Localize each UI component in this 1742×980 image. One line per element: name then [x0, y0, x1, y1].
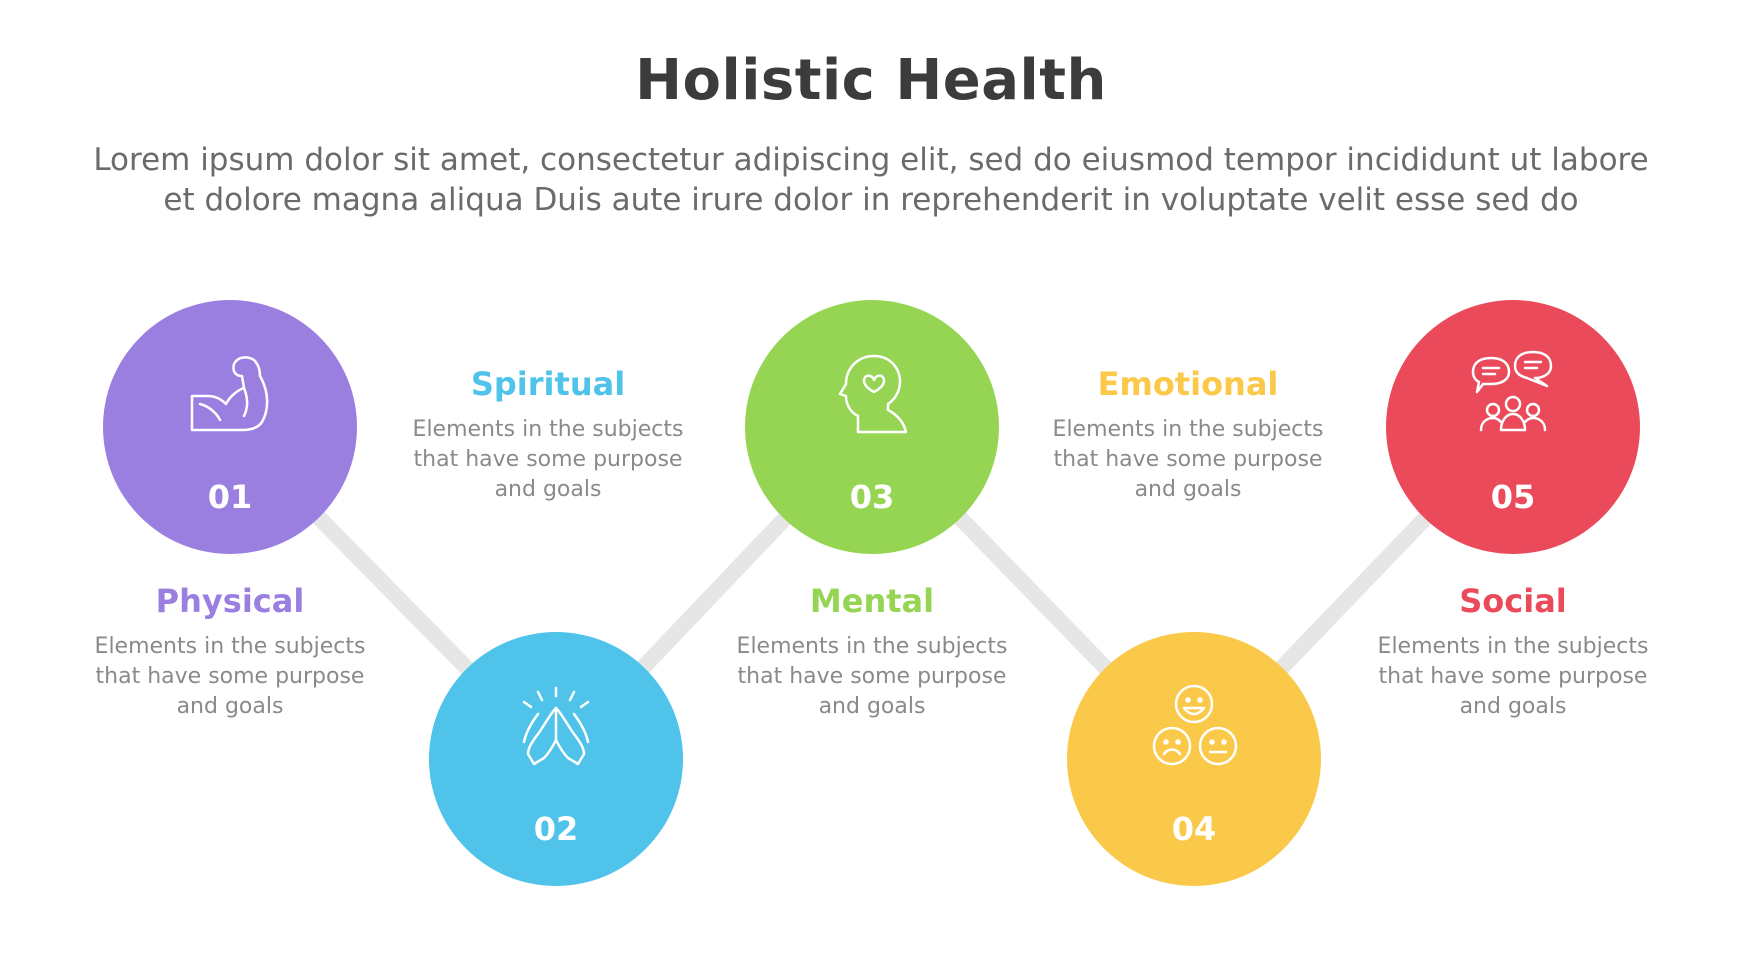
description-line: that have some purpose [413, 447, 683, 472]
label-description: Elements in the subjects that have some … [1038, 415, 1338, 505]
emotion-faces-icon [1152, 684, 1238, 766]
step-circle-physical: 01 [103, 300, 357, 554]
step-circle-spiritual: 02 [429, 632, 683, 886]
step-number: 03 [849, 478, 895, 516]
label-title: Mental [809, 582, 935, 620]
label-spiritual: Spiritual Elements in the subjects that … [398, 365, 698, 505]
social-group-icon [1471, 350, 1553, 432]
label-description: Elements in the subjects that have some … [80, 632, 380, 722]
description-line: that have some purpose [737, 664, 1007, 689]
step-number: 05 [1490, 478, 1536, 516]
label-physical: Physical Elements in the subjects that h… [80, 582, 380, 722]
description-line: that have some purpose [1053, 447, 1323, 472]
description-line: and goals [1134, 477, 1242, 502]
label-title: Spiritual [470, 365, 626, 403]
label-title: Physical [155, 582, 305, 620]
label-title: Social [1459, 582, 1567, 620]
subtitle-line: et dolore magna aliqua Duis aute irure d… [163, 182, 1579, 218]
label-emotional: Emotional Elements in the subjects that … [1038, 365, 1338, 505]
step-circle-mental: 03 [745, 300, 999, 554]
page-subtitle: Lorem ipsum dolor sit amet, consectetur … [60, 140, 1682, 220]
page-title: Holistic Health [635, 48, 1107, 113]
description-line: that have some purpose [1378, 664, 1648, 689]
description-line: Elements in the subjects [412, 417, 684, 442]
step-number: 04 [1171, 810, 1217, 848]
description-line: and goals [1459, 694, 1567, 719]
description-line: that have some purpose [95, 664, 365, 689]
description-line: Elements in the subjects [1377, 634, 1649, 659]
label-description: Elements in the subjects that have some … [722, 632, 1022, 722]
label-description: Elements in the subjects that have some … [398, 415, 698, 505]
step-number: 02 [533, 810, 579, 848]
subtitle-line: Lorem ipsum dolor sit amet, consectetur … [93, 142, 1649, 178]
description-line: and goals [494, 477, 602, 502]
label-description: Elements in the subjects that have some … [1363, 632, 1663, 722]
praying-hands-icon [522, 686, 590, 766]
description-line: Elements in the subjects [1052, 417, 1324, 442]
label-social: Social Elements in the subjects that hav… [1363, 582, 1663, 722]
step-number: 01 [207, 478, 253, 516]
label-title: Emotional [1097, 365, 1279, 403]
head-heart-icon [838, 354, 908, 434]
description-line: Elements in the subjects [94, 634, 366, 659]
muscle-arm-icon [190, 356, 269, 432]
description-line: and goals [176, 694, 284, 719]
description-line: Elements in the subjects [736, 634, 1008, 659]
step-circle-social: 05 [1386, 300, 1640, 554]
description-line: and goals [818, 694, 926, 719]
step-circle-emotional: 04 [1067, 632, 1321, 886]
label-mental: Mental Elements in the subjects that hav… [722, 582, 1022, 722]
